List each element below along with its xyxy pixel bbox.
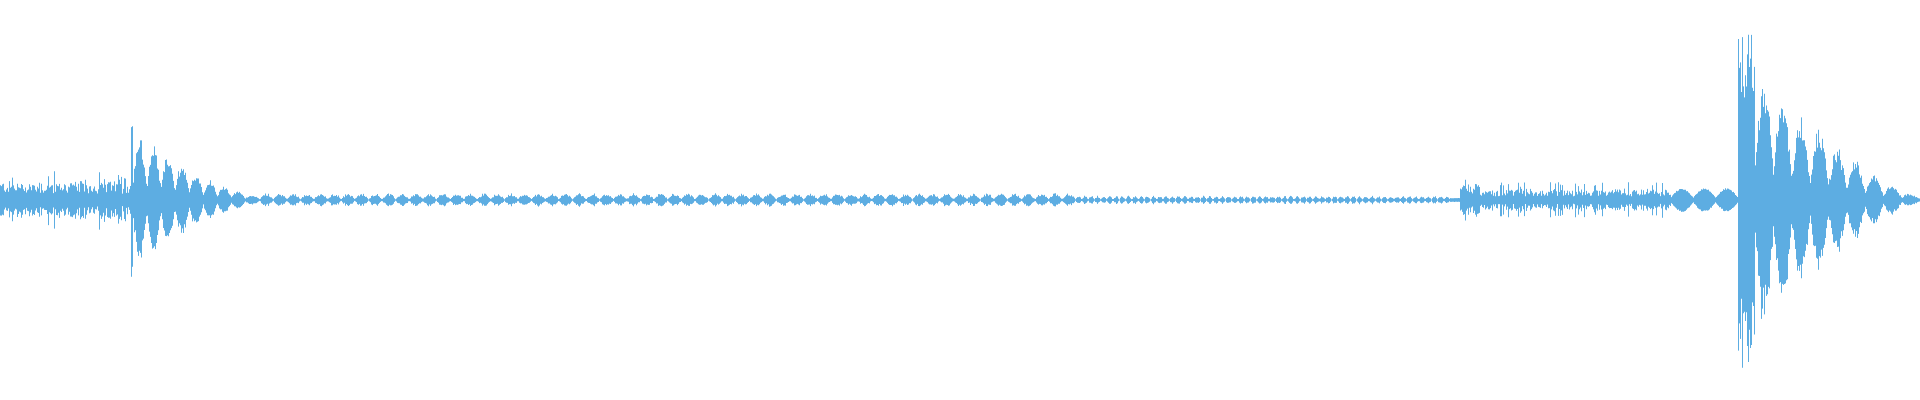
waveform-path: [0, 34, 1920, 368]
waveform-trace: [0, 34, 1920, 368]
